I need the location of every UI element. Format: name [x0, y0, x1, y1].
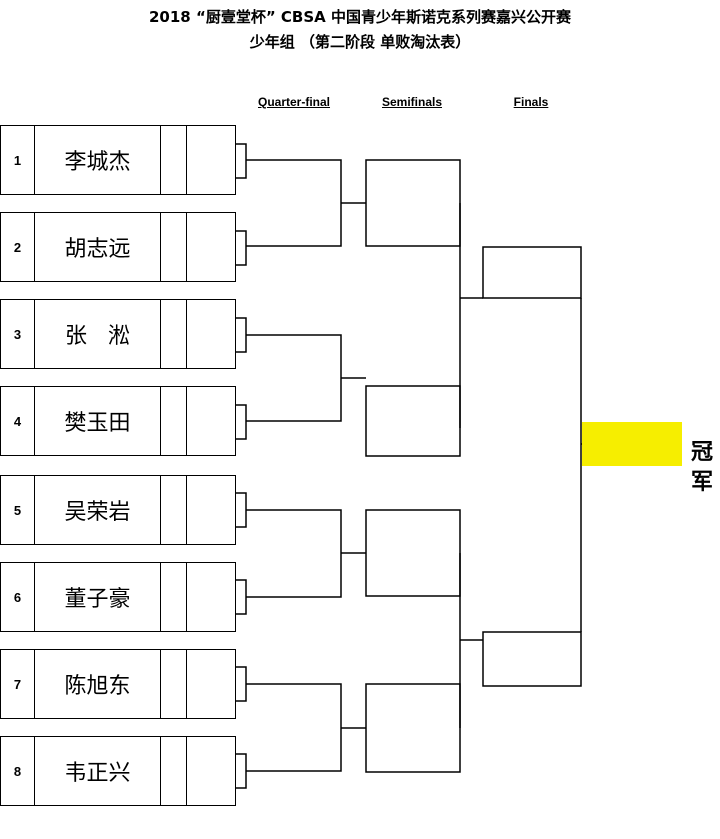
champion-label: 冠军 — [690, 440, 713, 495]
sf-box-2 — [365, 385, 461, 457]
tab-1 — [236, 143, 247, 179]
player-slot-8[interactable]: 8 韦正兴 — [0, 736, 236, 806]
qf-connector-2 — [246, 334, 366, 422]
seed-number: 1 — [1, 126, 35, 194]
seed-number: 4 — [1, 387, 35, 455]
sf-connector-1 — [459, 203, 483, 428]
champion-box[interactable] — [582, 422, 682, 466]
tab-5 — [236, 492, 247, 528]
tab-6 — [236, 579, 247, 615]
player-name: 韦正兴 — [35, 737, 161, 805]
score-cell[interactable] — [161, 563, 187, 631]
score-cell[interactable] — [161, 650, 187, 718]
player-name: 李城杰 — [35, 126, 161, 194]
seed-number: 6 — [1, 563, 35, 631]
score-cell[interactable] — [187, 563, 235, 631]
sf-box-4 — [365, 683, 461, 773]
player-slot-5[interactable]: 5 吴荣岩 — [0, 475, 236, 545]
score-cell[interactable] — [187, 126, 235, 194]
qf-connector-3 — [246, 509, 366, 598]
score-cell[interactable] — [161, 476, 187, 544]
player-slot-4[interactable]: 4 樊玉田 — [0, 386, 236, 456]
score-cell[interactable] — [187, 650, 235, 718]
seed-number: 3 — [1, 300, 35, 368]
bracket-subtitle: 少年组 （第二阶段 单败淘汰表） — [249, 33, 471, 51]
seed-number: 5 — [1, 476, 35, 544]
score-cell[interactable] — [161, 737, 187, 805]
tab-3 — [236, 317, 247, 353]
score-cell[interactable] — [187, 300, 235, 368]
sf-connector-2 — [459, 553, 483, 728]
round-header-finals: Finals — [513, 95, 549, 109]
round-header-semifinals: Semifinals — [381, 95, 443, 109]
player-name: 陈旭东 — [35, 650, 161, 718]
tab-7 — [236, 666, 247, 702]
player-name: 董子豪 — [35, 563, 161, 631]
final-connector — [580, 298, 582, 632]
score-cell[interactable] — [187, 213, 235, 281]
player-slot-6[interactable]: 6 董子豪 — [0, 562, 236, 632]
score-cell[interactable] — [161, 213, 187, 281]
player-slot-7[interactable]: 7 陈旭东 — [0, 649, 236, 719]
seed-number: 2 — [1, 213, 35, 281]
seed-number: 8 — [1, 737, 35, 805]
final-box-2 — [482, 631, 582, 687]
score-cell[interactable] — [187, 737, 235, 805]
player-name: 吴荣岩 — [35, 476, 161, 544]
qf-connector-4 — [246, 683, 366, 772]
player-name: 张 淞 — [35, 300, 161, 368]
score-cell[interactable] — [187, 476, 235, 544]
score-cell[interactable] — [161, 387, 187, 455]
seed-number: 7 — [1, 650, 35, 718]
final-box-1 — [482, 246, 582, 299]
score-cell[interactable] — [161, 126, 187, 194]
player-slot-3[interactable]: 3 张 淞 — [0, 299, 236, 369]
tournament-title: 2018 “厨壹堂杯” CBSA 中国青少年斯诺克系列赛嘉兴公开赛 — [149, 8, 571, 26]
player-slot-2[interactable]: 2 胡志远 — [0, 212, 236, 282]
score-cell[interactable] — [161, 300, 187, 368]
tab-8 — [236, 753, 247, 789]
round-header-quarterfinal: Quarter-final — [257, 95, 331, 109]
sf-box-1 — [365, 159, 461, 247]
player-slot-1[interactable]: 1 李城杰 — [0, 125, 236, 195]
score-cell[interactable] — [187, 387, 235, 455]
tab-4 — [236, 404, 247, 440]
player-name: 胡志远 — [35, 213, 161, 281]
tab-2 — [236, 230, 247, 266]
player-name: 樊玉田 — [35, 387, 161, 455]
qf-connector-1 — [246, 159, 366, 247]
sf-box-3 — [365, 509, 461, 597]
